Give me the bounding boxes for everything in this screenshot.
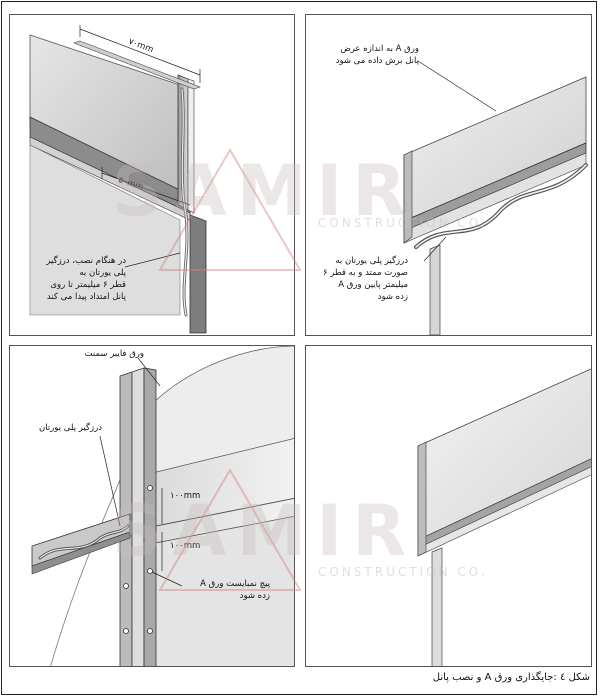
dimension-b: ۱۰۰mm (170, 541, 201, 551)
note-line: میلیمتر پایین ورق A (338, 280, 408, 290)
panel-2-note-bottom: درزگیر پلی یورتان به صورت ممتد و به قطر … (323, 255, 408, 303)
note-line: ورق A به اندازه عرض (340, 44, 419, 54)
panel-3-drawing (31, 346, 294, 666)
panel-4-drawing (417, 368, 591, 666)
panel-2-sheet-a: ورق A به اندازه عرض پانل برش داده می شود… (305, 14, 592, 336)
note-line: پلی یورتان به (79, 268, 126, 278)
label-fiber-cement: ورق فایبر سمنت (84, 349, 144, 359)
note-line: پیچ نمبایست ورق A (200, 579, 270, 589)
note-line: درزگیر پلی یورتان به (335, 256, 408, 266)
panel-2-note-top: ورق A به اندازه عرض پانل برش داده می شود (336, 43, 419, 67)
panel-1-note: در هنگام نصب، درزگیر پلی یورتان به قطر ۶… (14, 255, 126, 303)
note-line: صورت ممتد و به قطر ۶ (322, 268, 408, 278)
note-line: زده شود (239, 591, 270, 601)
note-line: در هنگام نصب، درزگیر (46, 256, 126, 266)
label-screw-note: پیچ نمبایست ورق A زده شود (200, 578, 270, 602)
note-line: پانل برش داده می شود (335, 56, 419, 66)
note-line: پانل امتداد پیدا می کند (46, 292, 126, 302)
note-line: قطر ۶ میلیمتر تا روی (50, 280, 126, 290)
dimension-a: ۱۰۰mm (170, 491, 201, 501)
panel-3-fixing-detail: ورق فایبر سمنت درزگیر پلی یورتان ۱۰۰mm ۱… (9, 345, 295, 667)
panel-2-drawing (403, 60, 588, 335)
note-line: زده شود (377, 292, 408, 302)
label-pu-sealant: درزگیر پلی یورتان (38, 423, 102, 433)
panel-1-drawing (29, 25, 207, 334)
panel-4-installed (305, 345, 592, 667)
figure-caption: شکل ٤ :جایگذاری ورق A و نصب پانل (432, 672, 590, 683)
panel-1-joint-detail: ۷۰mm ۵۰mm در هنگام نصب، درزگیر پلی یورتا… (9, 14, 295, 336)
